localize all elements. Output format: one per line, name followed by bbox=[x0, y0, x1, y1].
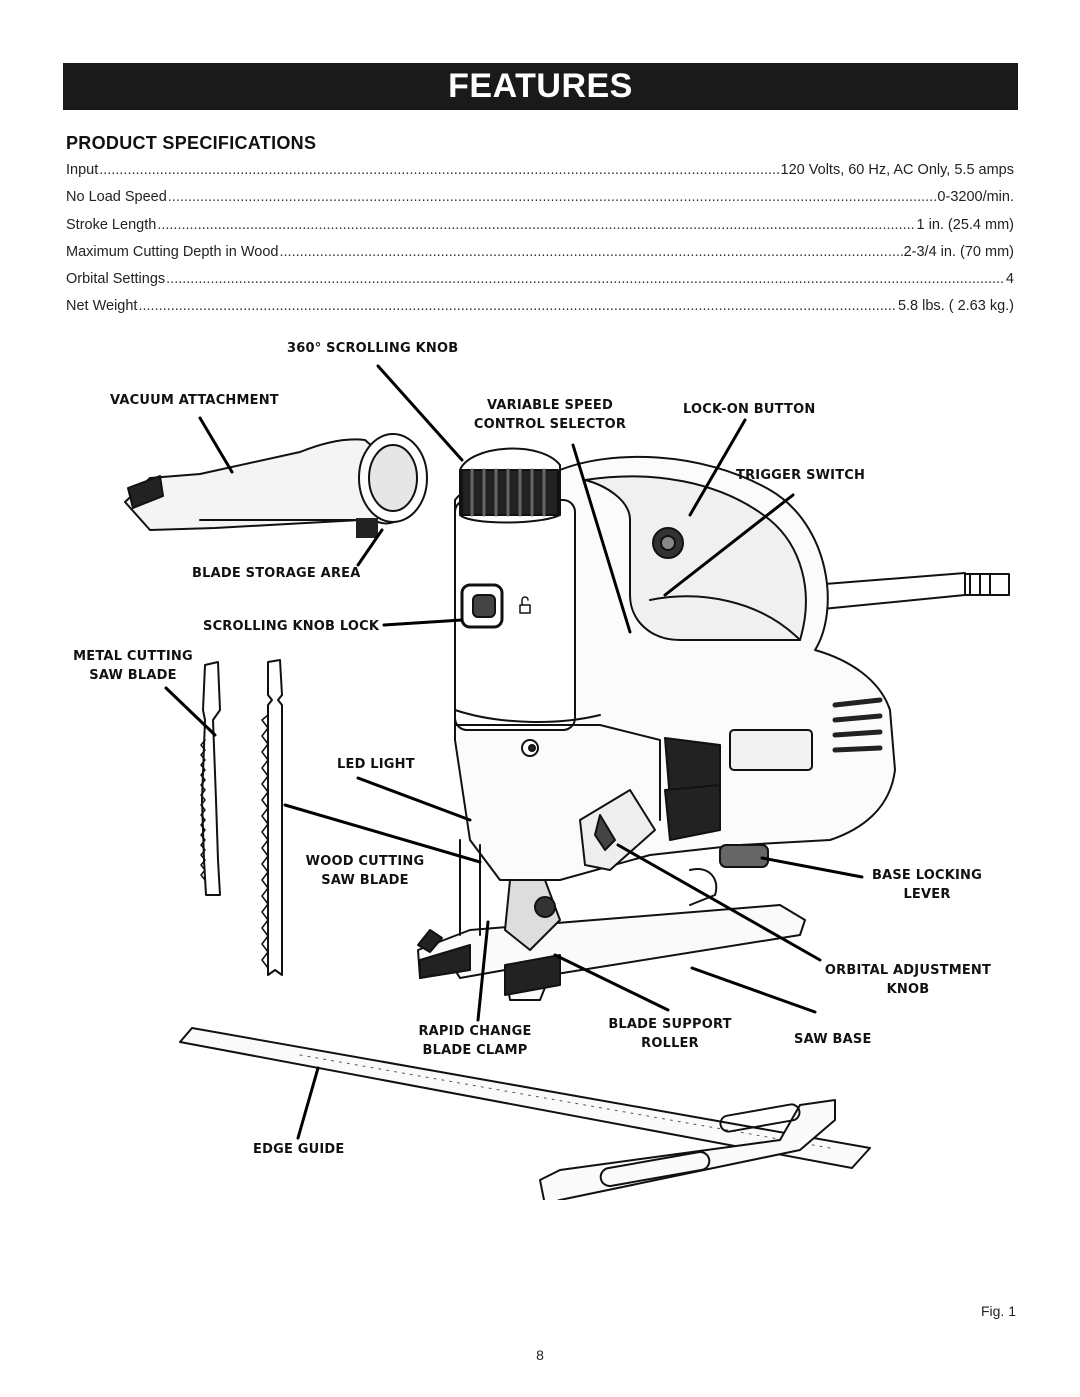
leader-dots bbox=[157, 217, 915, 233]
label-line: SAW BLADE bbox=[89, 668, 177, 683]
label-base-locking-lever: BASE LOCKING LEVER bbox=[862, 866, 992, 904]
label-led-light: LED LIGHT bbox=[337, 757, 415, 772]
label-line: VARIABLE SPEED bbox=[487, 398, 613, 413]
power-cord-drawing bbox=[811, 572, 1010, 611]
features-banner: FEATURES bbox=[63, 63, 1018, 110]
features-title: FEATURES bbox=[448, 67, 633, 105]
label-orbital-adjustment-knob: ORBITAL ADJUSTMENT KNOB bbox=[818, 961, 998, 999]
spec-value: 4 bbox=[1005, 271, 1014, 288]
label-rapid-change-blade-clamp: RAPID CHANGE BLADE CLAMP bbox=[400, 1022, 550, 1060]
label-line: BLADE CLAMP bbox=[422, 1043, 528, 1058]
label-variable-speed-control-selector: VARIABLE SPEED CONTROL SELECTOR bbox=[470, 396, 630, 434]
label-saw-base: SAW BASE bbox=[794, 1032, 872, 1047]
figure-label: Fig. 1 bbox=[980, 1303, 1016, 1319]
metal-cutting-blade-drawing bbox=[200, 661, 221, 896]
label-scrolling-knob: 360° SCROLLING KNOB bbox=[287, 341, 459, 356]
label-scrolling-knob-lock: SCROLLING KNOB LOCK bbox=[203, 619, 380, 634]
saw-base-drawing bbox=[417, 839, 806, 1001]
label-line: KNOB bbox=[886, 982, 930, 997]
specifications-list: Input 120 Volts, 60 Hz, AC Only, 5.5 amp… bbox=[66, 162, 1014, 326]
spec-label: No Load Speed bbox=[66, 189, 167, 206]
spec-value: 2-3/4 in. (70 mm) bbox=[903, 243, 1014, 260]
jigsaw-body-drawing bbox=[454, 447, 896, 881]
label-line: BLADE SUPPORT bbox=[608, 1017, 732, 1032]
spec-value: 0-3200/min. bbox=[937, 189, 1014, 206]
spec-row-net-weight: Net Weight 5.8 lbs. ( 2.63 kg.) bbox=[66, 298, 1014, 325]
label-trigger-switch: TRIGGER SWITCH bbox=[736, 468, 866, 483]
label-blade-storage-area: BLADE STORAGE AREA bbox=[192, 566, 361, 581]
spec-row-orbital-settings: Orbital Settings 4 bbox=[66, 271, 1014, 298]
label-blade-support-roller: BLADE SUPPORT ROLLER bbox=[600, 1015, 740, 1053]
label-line: ORBITAL ADJUSTMENT bbox=[824, 963, 992, 978]
callout-leader-lines bbox=[164, 364, 864, 1140]
label-edge-guide: EDGE GUIDE bbox=[253, 1142, 345, 1157]
label-line: WOOD CUTTING bbox=[305, 854, 425, 869]
leader-dots bbox=[99, 162, 779, 178]
label-line: SAW BLADE bbox=[321, 873, 409, 888]
spec-value: 120 Volts, 60 Hz, AC Only, 5.5 amps bbox=[780, 162, 1014, 178]
label-wood-cutting-saw-blade: WOOD CUTTING SAW BLADE bbox=[300, 852, 430, 890]
vacuum-attachment-drawing bbox=[124, 433, 428, 538]
label-line: ROLLER bbox=[641, 1036, 699, 1051]
leader-dots bbox=[138, 298, 896, 314]
spec-row-stroke-length: Stroke Length 1 in. (25.4 mm) bbox=[66, 217, 1014, 244]
spec-value: 5.8 lbs. ( 2.63 kg.) bbox=[897, 298, 1014, 315]
page-number: 8 bbox=[536, 1347, 544, 1363]
product-specifications-heading: PRODUCT SPECIFICATIONS bbox=[66, 133, 317, 153]
label-line: BASE LOCKING bbox=[871, 868, 982, 883]
leader-dots bbox=[280, 244, 903, 260]
label-line: LEVER bbox=[903, 887, 951, 902]
edge-guide-drawing bbox=[179, 1027, 871, 1200]
label-lock-on-button: LOCK-ON BUTTON bbox=[683, 402, 816, 417]
spec-label: Input bbox=[66, 162, 99, 178]
label-line: RAPID CHANGE bbox=[418, 1024, 532, 1039]
label-metal-cutting-saw-blade: METAL CUTTING SAW BLADE bbox=[68, 647, 198, 685]
jigsaw-illustration bbox=[124, 364, 1010, 1200]
spec-row-max-cutting-depth: Maximum Cutting Depth in Wood 2-3/4 in. … bbox=[66, 244, 1014, 271]
spec-row-input: Input 120 Volts, 60 Hz, AC Only, 5.5 amp… bbox=[66, 162, 1014, 189]
leader-dots bbox=[168, 189, 937, 205]
wood-cutting-blade-drawing bbox=[261, 659, 283, 976]
spec-label: Net Weight bbox=[66, 298, 138, 315]
label-line: METAL CUTTING bbox=[73, 649, 193, 664]
spec-label: Orbital Settings bbox=[66, 271, 166, 288]
leader-dots bbox=[166, 271, 1005, 287]
spec-value: 1 in. (25.4 mm) bbox=[916, 216, 1015, 233]
spec-row-no-load-speed: No Load Speed 0-3200/min. bbox=[66, 189, 1014, 216]
label-line: CONTROL SELECTOR bbox=[473, 417, 627, 432]
label-vacuum-attachment: VACUUM ATTACHMENT bbox=[110, 393, 279, 408]
spec-label: Maximum Cutting Depth in Wood bbox=[66, 243, 279, 260]
spec-label: Stroke Length bbox=[66, 216, 157, 233]
